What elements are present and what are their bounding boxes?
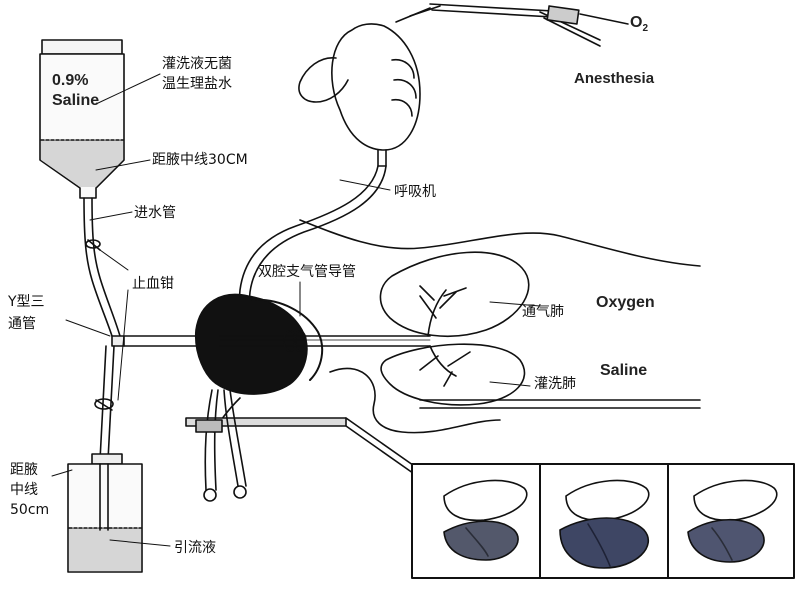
inflow-tube [83,197,121,337]
y-connector-label-line2: 通管 [8,316,36,332]
bottle-label-line2: Saline [52,92,100,109]
anesthesia-label: Anesthesia [574,70,655,87]
oxygen-gas-symbol: O [630,14,643,31]
lavaged-lung-label: 灌洗肺 [534,376,576,392]
y-connector-label-line1: Y型三 [8,294,45,310]
ventilator-label: 呼吸机 [394,184,436,200]
y-connector [99,335,221,461]
drainage-container [67,453,143,573]
lavage-fluid-label-line1: 灌洗液无菌 [162,56,232,72]
oxygen-gas-label: O2 [630,14,648,34]
inset-image-1 [443,479,528,561]
height-50cm-label-line3: 50cm [10,502,50,518]
saline-lung-label: Saline [600,362,648,379]
inflow-tube-label: 进水管 [134,205,176,221]
drainage-hemostat [94,398,114,411]
hemostat-label: 止血钳 [132,276,174,292]
height-30cm-label: 距腋中线30CM [152,152,248,168]
gas-lines [429,3,629,47]
ventilation-bag [298,5,441,167]
lavage-fluid-label-line2: 温生理盐水 [162,76,232,92]
ventilated-lung [379,251,530,338]
saline-bottle [39,39,125,199]
drainage-fluid-label: 引流液 [174,540,216,556]
inset-image-2 [559,479,650,569]
lower-drain-lines [195,389,247,502]
leader-lines [51,73,541,547]
height-50cm-label-line1: 距腋 [10,462,38,478]
lavaged-lung [380,343,526,406]
oxygen-gas-subscript: 2 [642,23,649,35]
ventilated-lung-label: 通气肺 [522,304,564,320]
oxygen-lung-label: Oxygen [596,294,655,311]
operating-table [185,399,701,479]
inset-panel [411,463,795,579]
double-lumen-tube-label: 双腔支气管导管 [258,264,356,280]
double-lumen-tube [219,330,431,352]
height-50cm-label-line2: 中线 [10,482,38,498]
inflow-hemostat [85,239,101,251]
inset-image-3 [687,479,778,563]
bottle-label-line1: 0.9% [52,72,89,89]
